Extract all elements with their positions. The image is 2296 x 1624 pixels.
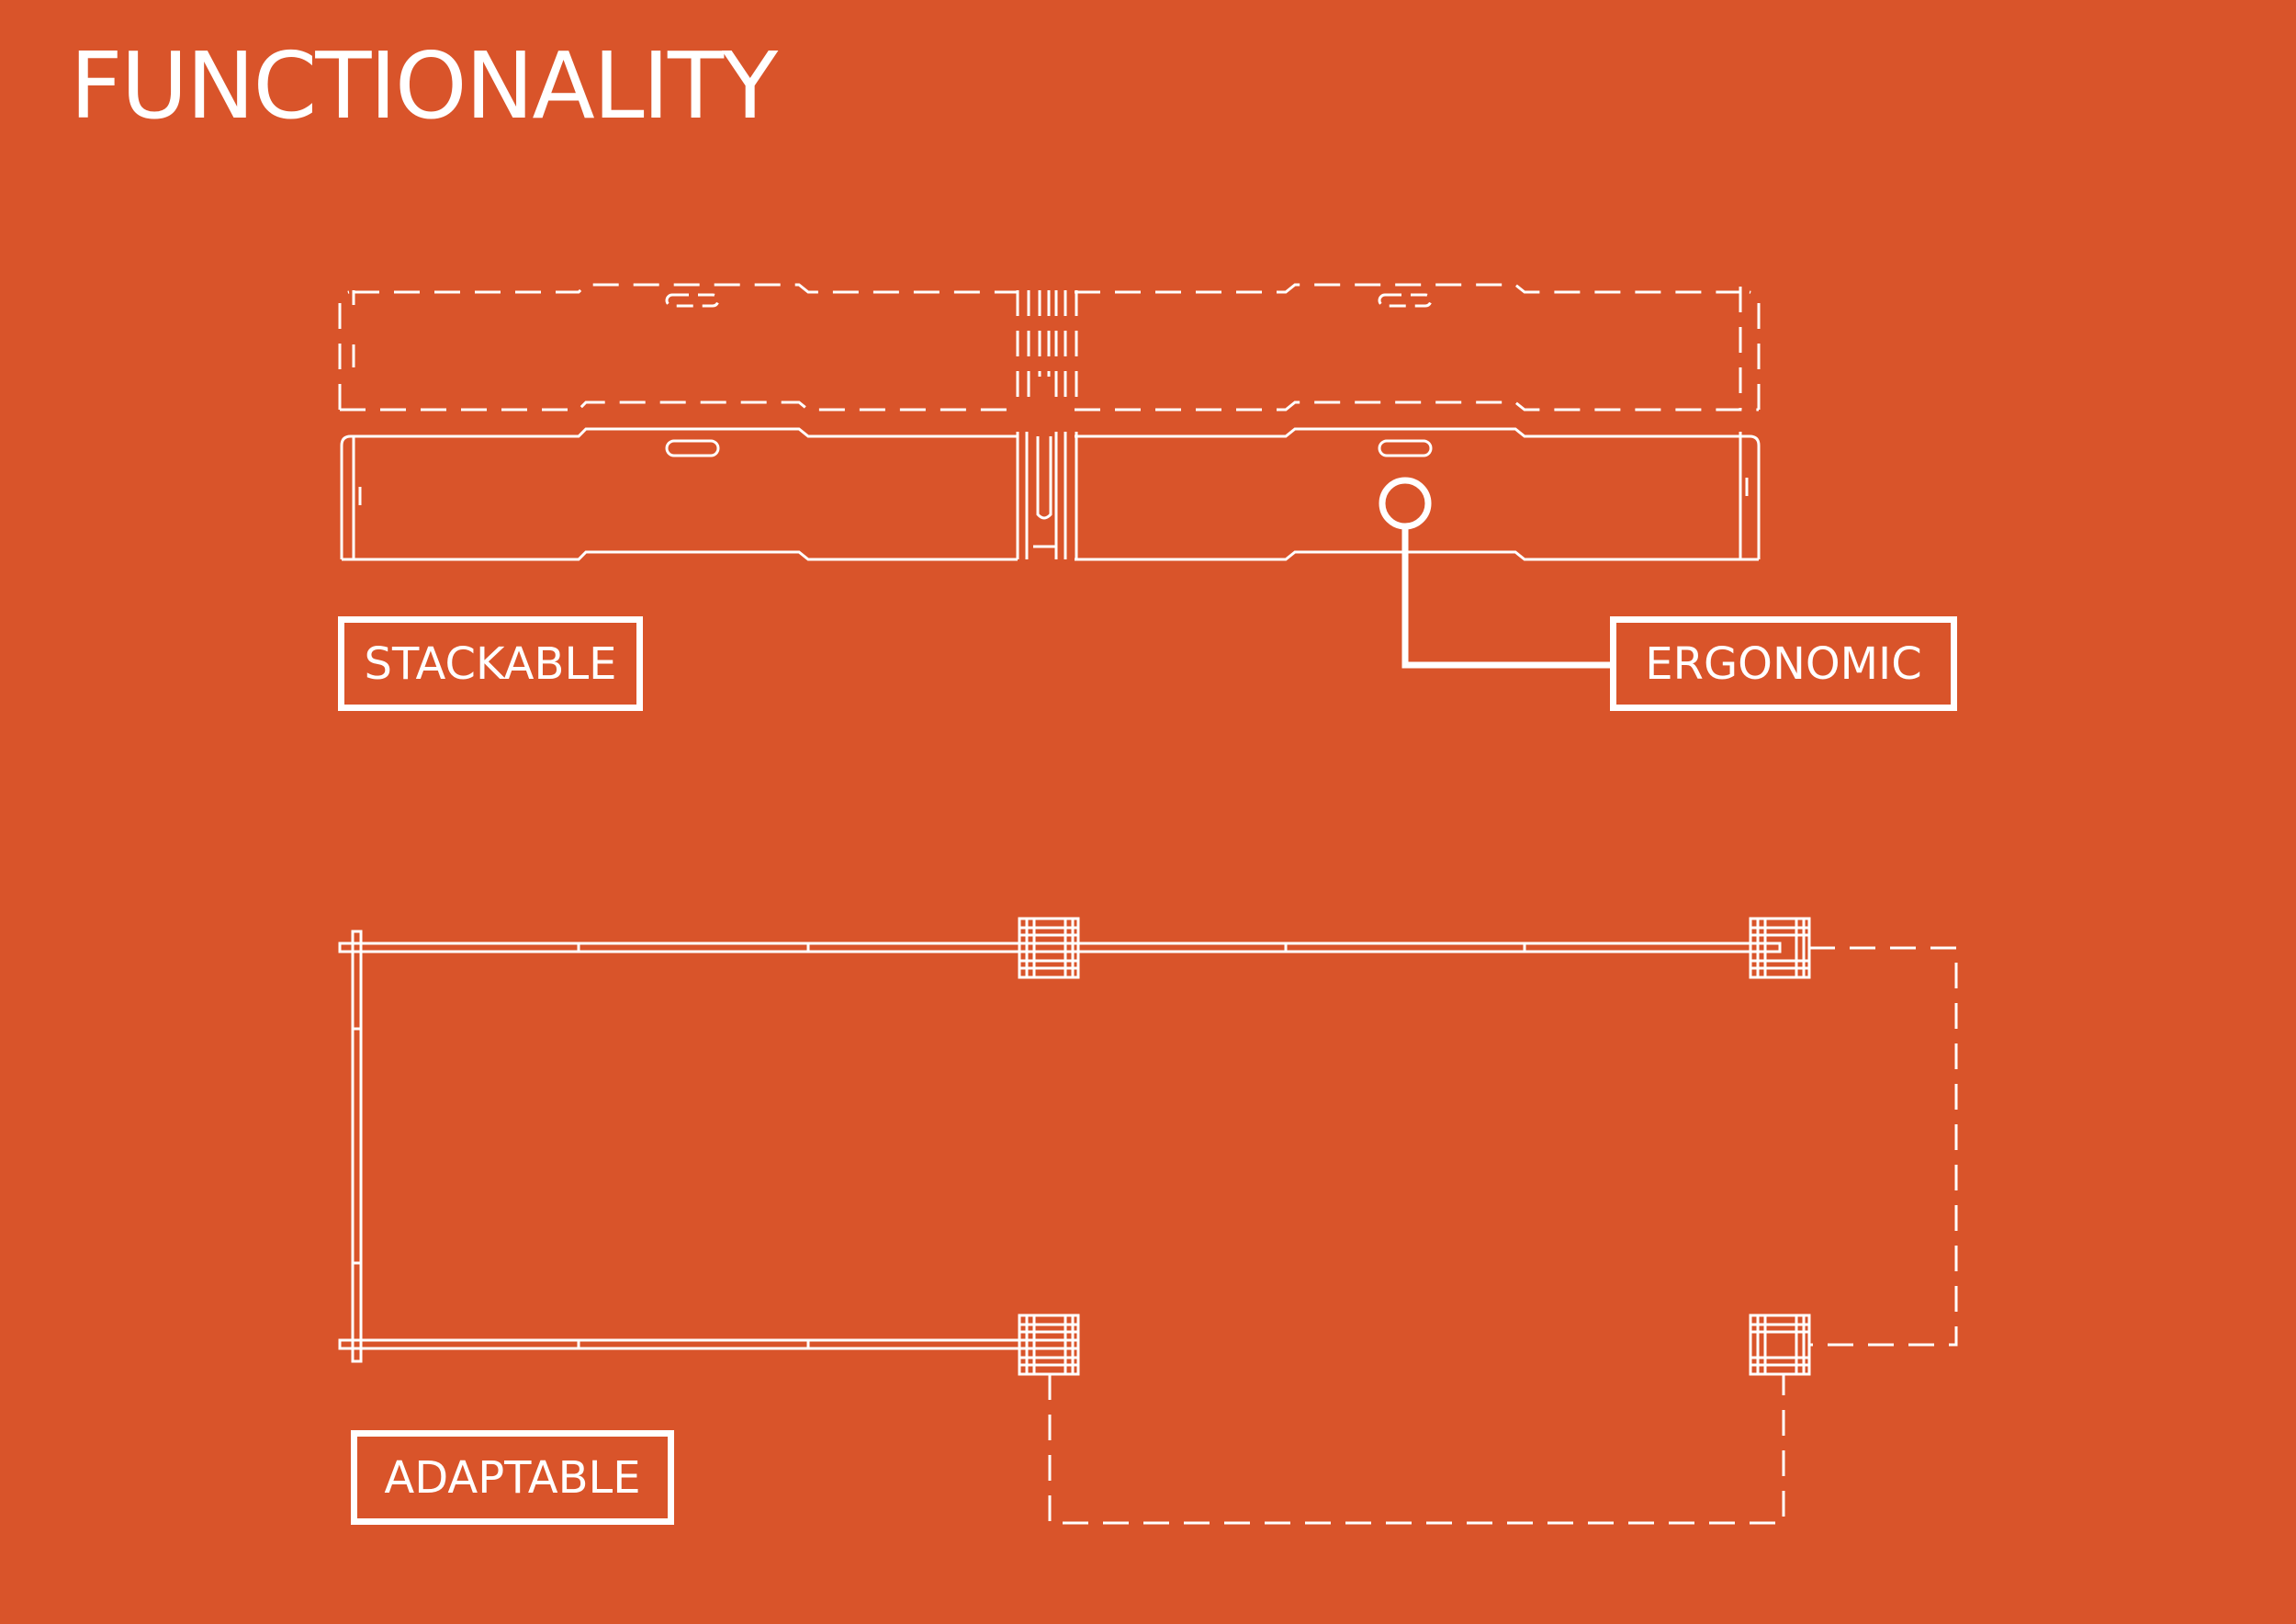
stacked-bench-handles [665, 293, 1433, 308]
connector-clip-bottom-middle [1018, 1314, 1080, 1376]
connector-clip-top-middle [1018, 917, 1080, 979]
adaptable-label: ADAPTABLE [351, 1430, 674, 1525]
stackable-label: STACKABLE [338, 616, 643, 711]
ergonomic-callout [1379, 477, 1614, 669]
bench-plan-solid [338, 930, 1782, 1363]
connector-clip-bottom-right [1749, 1314, 1811, 1376]
page-title: FUNCTIONALITY [70, 32, 778, 140]
stacked-bench-outline [338, 283, 1761, 412]
ergonomic-label: ERGONOMIC [1610, 616, 1957, 711]
bench-outline [340, 427, 1761, 561]
bench-plan-extension-dashed [1048, 946, 1958, 1525]
